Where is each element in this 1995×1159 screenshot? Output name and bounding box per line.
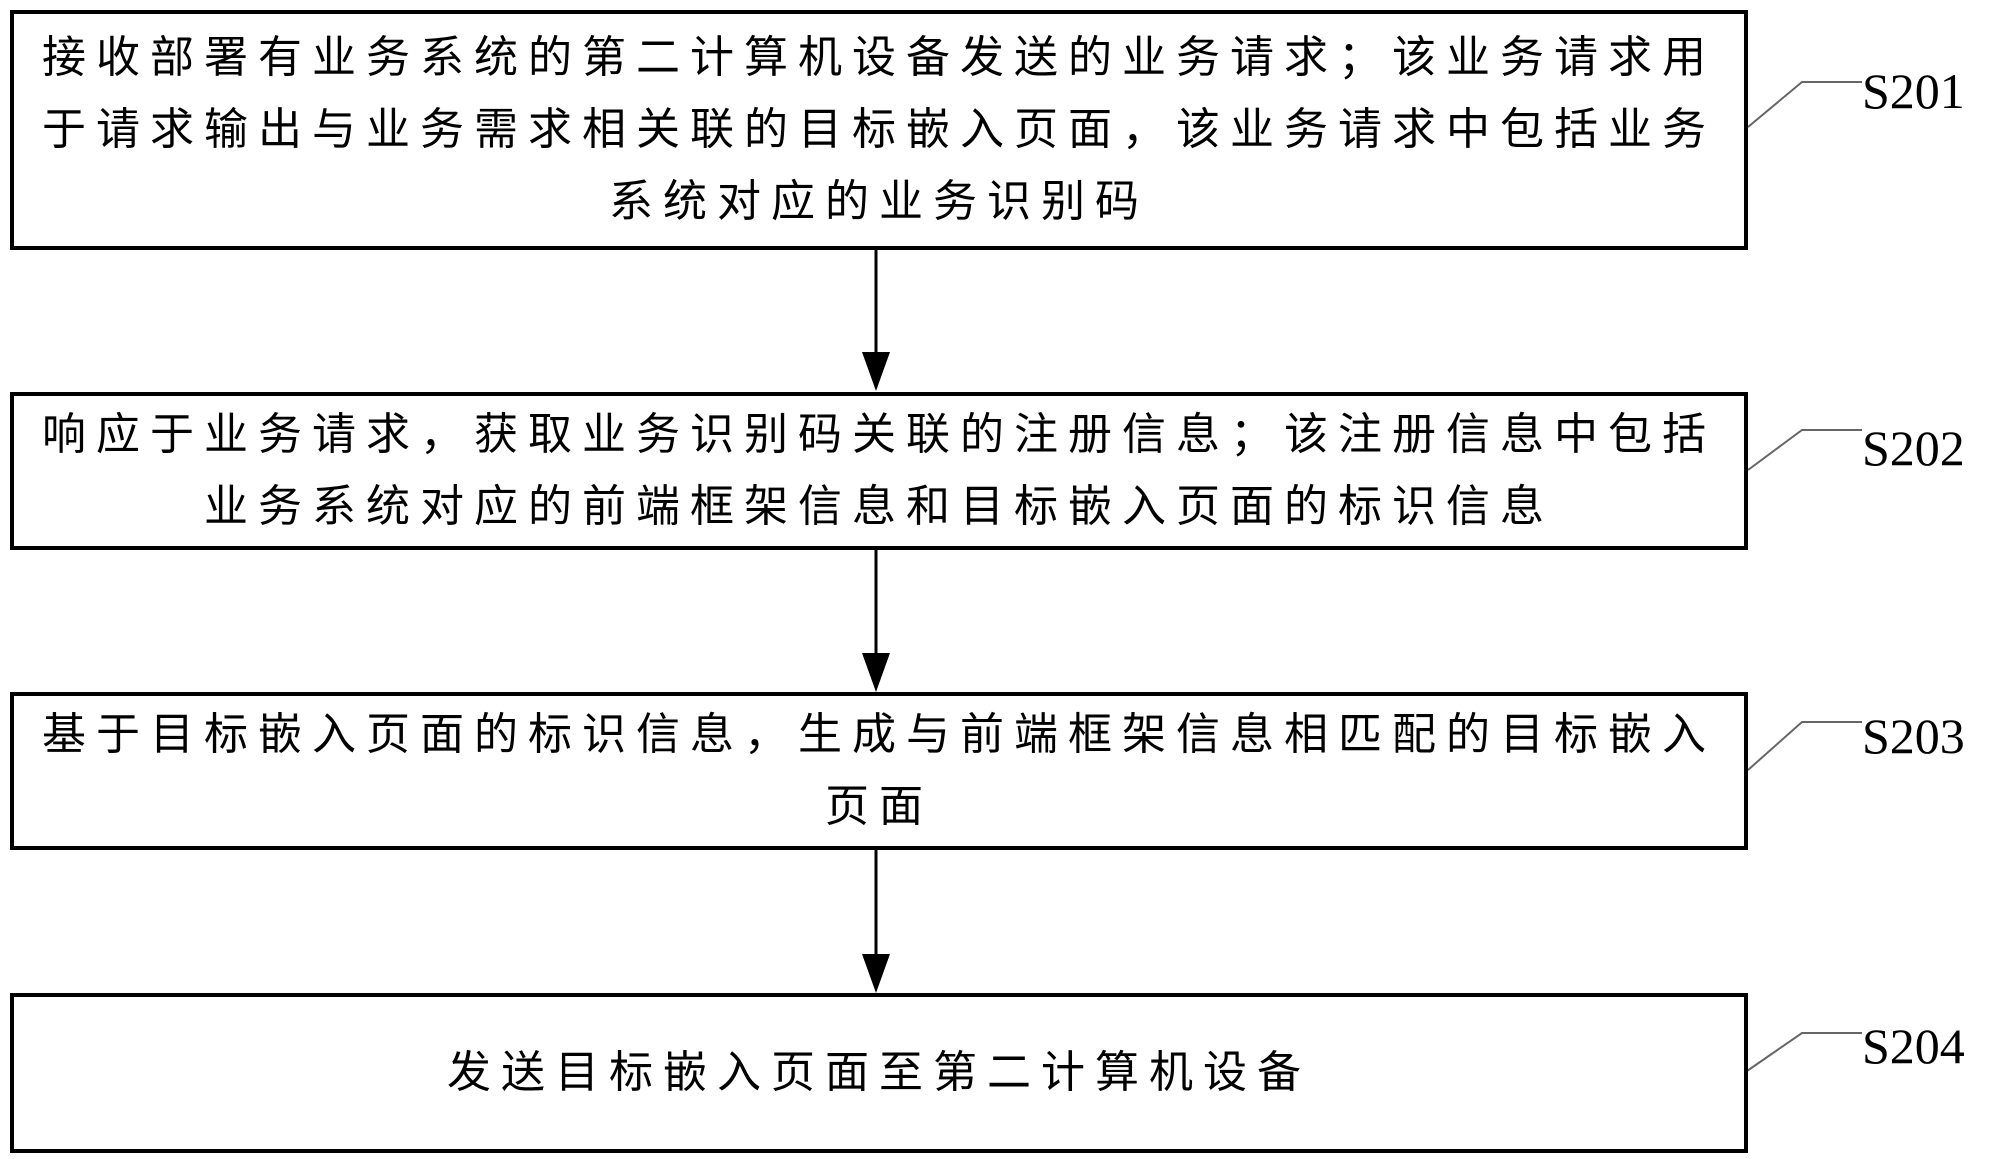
step-label-s202: S202 (1862, 420, 1965, 476)
leader-line-s201 (1747, 81, 1862, 128)
step-text-line: 基于目标嵌入页面的标识信息，生成与前端框架信息相匹配的目标嵌入 (42, 710, 1716, 759)
step-label-s204: S204 (1862, 1018, 1965, 1074)
flow-arrow-1 (862, 250, 890, 391)
step-text-line: 系统对应的业务识别码 (609, 177, 1149, 226)
step-text-line: 于请求输出与业务需求相关联的目标嵌入页面，该业务请求中包括业务 (42, 105, 1716, 154)
step-text-line: 页面 (825, 782, 933, 831)
leader-line-s204 (1746, 1032, 1862, 1072)
step-text-line: 业务系统对应的前端框架信息和目标嵌入页面的标识信息 (204, 482, 1554, 531)
leader-line-s203 (1747, 721, 1862, 771)
step-label-s203: S203 (1862, 708, 1965, 764)
step-box-s201: 接收部署有业务系统的第二计算机设备发送的业务请求；该业务请求用 于请求输出与业务… (10, 10, 1748, 250)
step-text-line: 发送目标嵌入页面至第二计算机设备 (447, 1048, 1311, 1097)
step-text-line: 响应于业务请求，获取业务识别码关联的注册信息；该注册信息中包括 (42, 410, 1716, 459)
step-box-s202: 响应于业务请求，获取业务识别码关联的注册信息；该注册信息中包括 业务系统对应的前… (10, 392, 1748, 550)
flow-arrow-2 (862, 550, 890, 692)
step-box-s204: 发送目标嵌入页面至第二计算机设备 (10, 993, 1748, 1153)
step-box-s203: 基于目标嵌入页面的标识信息，生成与前端框架信息相匹配的目标嵌入 页面 (10, 692, 1748, 850)
leader-line-s202 (1747, 429, 1862, 471)
flow-arrow-3 (862, 850, 890, 993)
step-text-line: 接收部署有业务系统的第二计算机设备发送的业务请求；该业务请求用 (42, 33, 1716, 82)
step-label-s201: S201 (1862, 63, 1965, 119)
